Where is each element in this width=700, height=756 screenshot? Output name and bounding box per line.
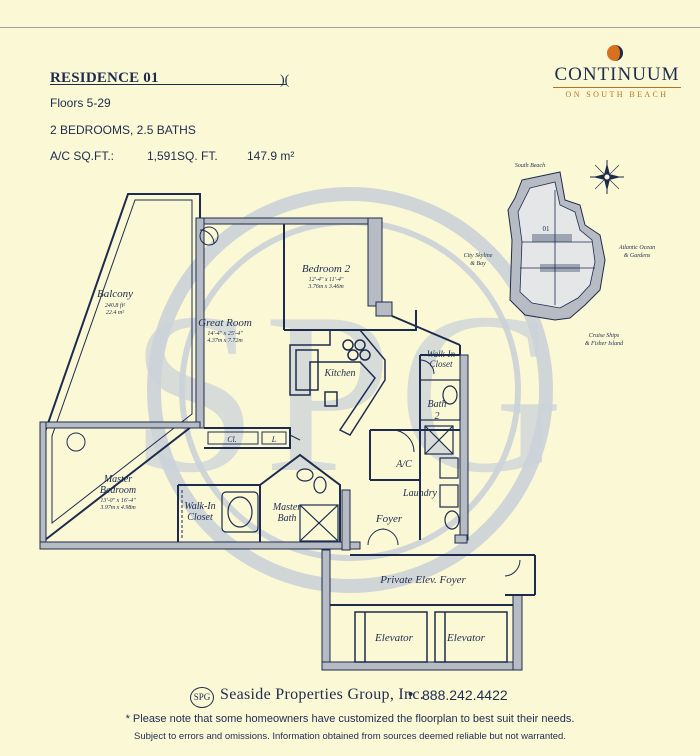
- kitchen-counters: [289, 329, 386, 436]
- interior-walls: [177, 224, 536, 606]
- sqm-value: 147.9 m²: [247, 149, 295, 163]
- disclaimer-text: Subject to errors and omissions. Informa…: [134, 731, 566, 742]
- master-bath-label-b: Bath: [278, 513, 297, 524]
- balcony-dim-1: 240.8 ft²: [105, 302, 125, 309]
- bedroom2-dim-2: 3.76m x 3.46m: [307, 283, 344, 290]
- top-rule: [0, 27, 700, 28]
- keyplan-atlantic-1: Atlantic Ocean: [618, 245, 655, 251]
- title-flourish: )(: [280, 73, 290, 88]
- keyplan-city-bay: & Bay: [470, 261, 486, 267]
- closets: [181, 431, 287, 538]
- walls: [39, 217, 523, 671]
- bath2-fixtures: [419, 379, 461, 530]
- master-bedroom-label-a: Master: [103, 474, 132, 485]
- master-bath-label-a: Master: [272, 502, 301, 513]
- walkin-closet-1-label-a: Walk-In: [427, 349, 456, 359]
- great-room-dim-2: 4.37m x 7.72m: [207, 337, 243, 344]
- phone-number: 888.242.4422: [422, 687, 508, 703]
- elevator-1-label: Elevator: [374, 632, 414, 644]
- great-room-label: Great Room: [198, 317, 252, 329]
- elevators: [354, 611, 508, 663]
- private-foyer-label: Private Elev. Foyer: [379, 574, 466, 586]
- elevator-2-label: Elevator: [446, 632, 486, 644]
- master-bedroom-label-b: Bedroom: [100, 485, 136, 496]
- bedroom2-dim-1: 12'-4" x 11'-4": [309, 276, 344, 283]
- balcony-dim-2: 22.4 m²: [106, 309, 124, 316]
- keyplan-atlantic-2: & Gardens: [624, 253, 651, 259]
- spg-logo: SPG: [190, 687, 214, 708]
- walkin-closet-2-label-b: Closet: [187, 512, 213, 523]
- master-bath-fixtures: [221, 468, 339, 542]
- keyplan-south-beach: South Beach: [515, 163, 545, 169]
- walkin-closet-1-label-b: Closet: [429, 359, 453, 369]
- customization-note: * Please note that some homeowners have …: [125, 713, 575, 725]
- linen-label: L: [271, 435, 277, 444]
- great-room-dim-1: 14'-4" x 25'-4": [207, 330, 243, 337]
- footer-bullet: •: [408, 686, 414, 703]
- sqft-label: A/C SQ.FT.:: [50, 149, 115, 163]
- brand-rule: [553, 87, 681, 88]
- keyplan-city-skyline: City Skyline: [464, 253, 493, 259]
- kitchen-label: Kitchen: [323, 368, 355, 379]
- bath2-label-b: 2: [435, 411, 440, 422]
- door-swings: [66, 226, 521, 577]
- walkin-closet-2-label-a: Walk-In: [184, 501, 215, 512]
- compass-rose-icon: [590, 160, 624, 194]
- svg-text:01: 01: [543, 225, 551, 233]
- bath2-label-a: Bath: [428, 399, 447, 410]
- foyer-label: Foyer: [375, 513, 403, 525]
- brand-subtitle: ON SOUTH BEACH: [565, 90, 669, 99]
- company-name: Seaside Properties Group, Inc.: [220, 686, 425, 703]
- rooms-text: 2 BEDROOMS, 2.5 BATHS: [50, 123, 196, 137]
- brand-name: CONTINUUM: [554, 64, 680, 85]
- balcony-label: Balcony: [97, 288, 133, 300]
- brand-logo: CONTINUUM ON SOUTH BEACH: [553, 64, 681, 99]
- key-plan: 01: [507, 171, 606, 321]
- sun-mark-icon: [607, 45, 623, 61]
- master-bedroom-dim-2: 3.97m x 4.98m: [99, 504, 136, 511]
- residence-title: RESIDENCE 01: [50, 70, 159, 86]
- sqft-value: 1,591SQ. FT.: [147, 149, 218, 163]
- keyplan-cruise-2: & Fisher Island: [585, 341, 624, 347]
- bedroom2-label: Bedroom 2: [302, 263, 351, 275]
- floors-text: Floors 5-29: [50, 96, 111, 110]
- closet-label: Cl.: [227, 435, 237, 444]
- footer-company-line: SPG Seaside Properties Group, Inc. • 888…: [190, 686, 520, 710]
- laundry-label: Laundry: [402, 488, 437, 499]
- keyplan-cruise-1: Cruise Ships: [589, 333, 620, 339]
- ac-label: A/C: [395, 459, 412, 470]
- master-bedroom-dim-1: 13'-0" x 16'-4": [100, 497, 136, 504]
- balcony: [44, 193, 201, 543]
- title-underline: [50, 84, 286, 85]
